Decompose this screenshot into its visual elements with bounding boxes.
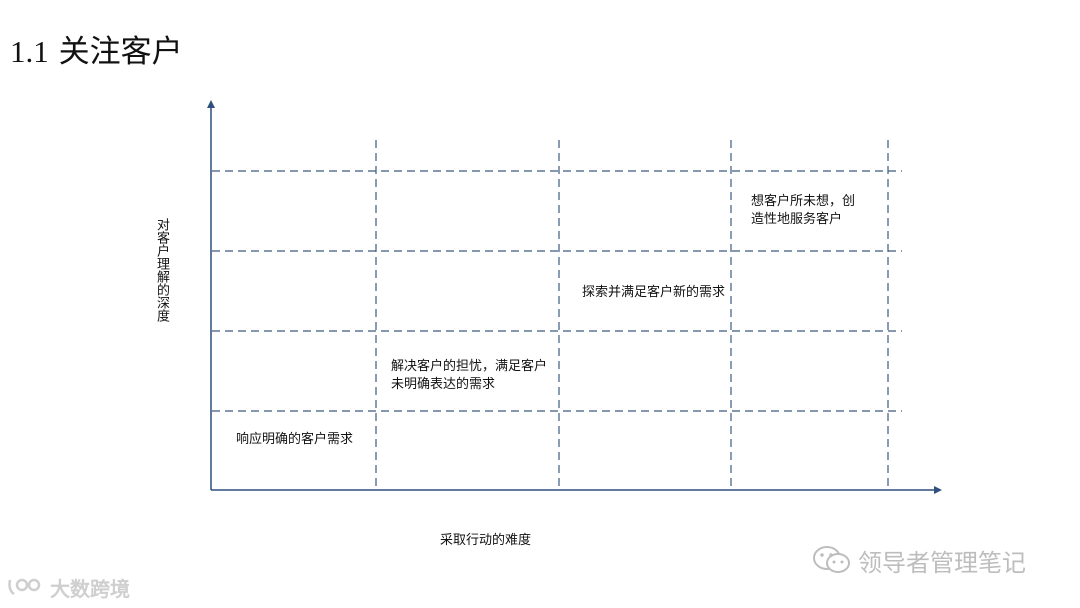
- x-axis-label: 采取行动的难度: [440, 533, 532, 548]
- slide-title: 1.1 关注客户: [10, 30, 183, 74]
- y-axis-label: 对客户理解的深度: [154, 218, 169, 322]
- step-4-text: 想客户所未想，创造性地服务客户: [751, 194, 856, 227]
- title-text: 关注客户: [58, 34, 183, 70]
- step-3-text: 探索并满足客户新的需求: [582, 285, 726, 300]
- step-2-text: 解决客户的担忧，满足客户未明确表达的需求: [391, 359, 548, 392]
- watermark-left: 大数跨境: [6, 572, 130, 602]
- horizontal-grid-lines: [212, 170, 902, 412]
- wechat-icon: [813, 546, 850, 573]
- brand-logo-icon: [8, 578, 41, 596]
- vertical-grid-lines: [375, 140, 889, 490]
- watermark-left-text: 大数跨境: [50, 576, 130, 601]
- watermark-right-text: 领导者管理笔记: [858, 548, 1026, 577]
- title-number: 1.1: [10, 34, 49, 69]
- watermark-right: 领导者管理笔记: [812, 540, 1026, 580]
- step-1-text: 响应明确的客户需求: [236, 432, 354, 447]
